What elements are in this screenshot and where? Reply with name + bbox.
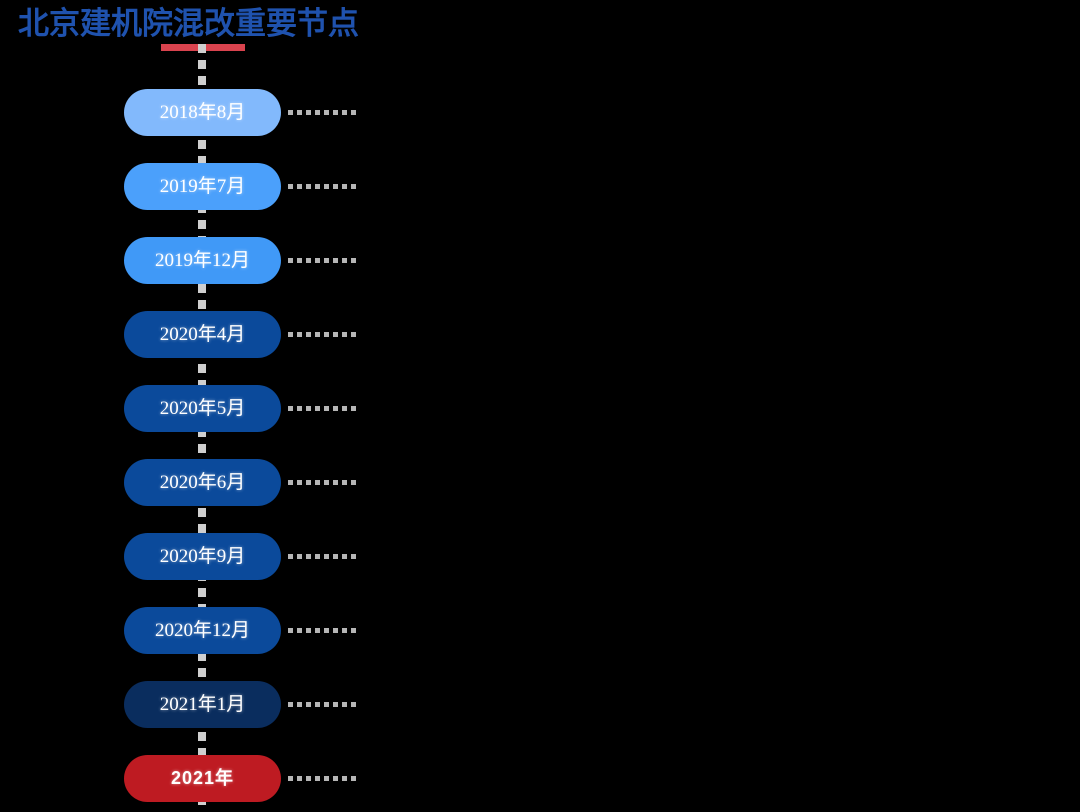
timeline: 2018年8月 2019年7月 2019年12月 2020年4月 2020年5月 2020… [0, 44, 1080, 812]
timeline-milestone-label: 2020年12月 [154, 620, 250, 641]
timeline-milestone-label: 2020年5月 [159, 398, 246, 419]
timeline-connector-dashed-line [288, 184, 360, 189]
timeline-item: 2019年12月 [0, 237, 1080, 284]
timeline-milestone-pill[interactable]: 2020年4月 [124, 311, 281, 358]
timeline-milestone-label: 2018年8月 [159, 102, 246, 123]
timeline-item: 2020年12月 [0, 607, 1080, 654]
timeline-item: 2020年5月 [0, 385, 1080, 432]
timeline-milestone-pill[interactable]: 2019年7月 [124, 163, 281, 210]
timeline-item: 2020年4月 [0, 311, 1080, 358]
page-title: 北京建机院混改重要节点 [18, 6, 359, 41]
timeline-connector-dashed-line [288, 628, 360, 633]
timeline-milestone-label: 2021年1月 [159, 694, 246, 715]
timeline-connector-dashed-line [288, 480, 360, 485]
timeline-milestone-label: 2020年9月 [159, 546, 246, 567]
timeline-item: 2020年9月 [0, 533, 1080, 580]
timeline-milestone-pill[interactable]: 2020年9月 [124, 533, 281, 580]
timeline-milestone-label: 2019年12月 [154, 250, 250, 271]
timeline-item: 2019年7月 [0, 163, 1080, 210]
timeline-milestone-label: 2020年4月 [159, 324, 246, 345]
timeline-connector-dashed-line [288, 110, 360, 115]
timeline-milestone-pill[interactable]: 2018年8月 [124, 89, 281, 136]
timeline-milestone-label: 2021年 [170, 768, 235, 788]
timeline-milestone-pill[interactable]: 2020年12月 [124, 607, 281, 654]
timeline-connector-dashed-line [288, 702, 360, 707]
timeline-milestone-pill[interactable]: 2019年12月 [124, 237, 281, 284]
timeline-item: 2021年 [0, 755, 1080, 802]
timeline-connector-dashed-line [288, 554, 360, 559]
timeline-connector-dashed-line [288, 258, 360, 263]
timeline-connector-dashed-line [288, 776, 360, 781]
timeline-milestone-pill[interactable]: 2020年5月 [124, 385, 281, 432]
timeline-item: 2021年1月 [0, 681, 1080, 728]
timeline-milestone-label: 2020年6月 [159, 472, 246, 493]
timeline-milestone-label: 2019年7月 [159, 176, 246, 197]
timeline-milestone-pill[interactable]: 2021年1月 [124, 681, 281, 728]
timeline-milestone-pill[interactable]: 2021年 [124, 755, 281, 802]
timeline-milestone-pill[interactable]: 2020年6月 [124, 459, 281, 506]
timeline-connector-dashed-line [288, 332, 360, 337]
timeline-item: 2020年6月 [0, 459, 1080, 506]
timeline-item: 2018年8月 [0, 89, 1080, 136]
timeline-connector-dashed-line [288, 406, 360, 411]
